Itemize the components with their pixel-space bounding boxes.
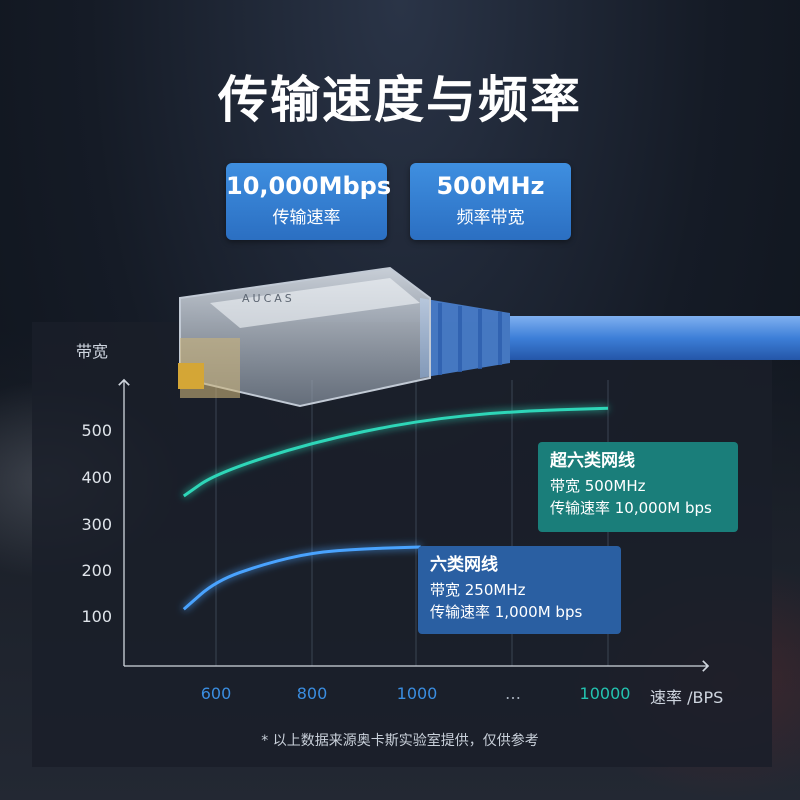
rj45-plug-image: AUCAS xyxy=(178,266,800,408)
x-tick-ellipsis: … xyxy=(505,684,521,703)
chart-panel xyxy=(32,322,772,767)
y-tick-100: 100 xyxy=(81,607,112,626)
series-line-cat6a xyxy=(182,406,609,498)
brand-label: AUCAS xyxy=(242,292,295,305)
y-tick-400: 400 xyxy=(81,468,112,487)
legend-name: 六类网线 xyxy=(430,555,498,575)
y-tick-500: 500 xyxy=(81,421,112,440)
legend-name: 超六类网线 xyxy=(550,451,635,471)
legend-cat6a: 超六类网线 带宽 500MHz 传输速率 10,000M bps xyxy=(538,442,738,532)
legend-cat6: 六类网线 带宽 250MHz 传输速率 1,000M bps xyxy=(418,546,621,634)
x-axis-title: 速率 /BPS xyxy=(650,688,724,707)
spec-value: 500MHz xyxy=(436,172,545,200)
spec-label: 传输速率 xyxy=(272,208,341,228)
y-tick-200: 200 xyxy=(81,561,112,580)
spec-label: 频率带宽 xyxy=(456,208,525,228)
series-line-cat6 xyxy=(182,545,421,611)
x-tick-800: 800 xyxy=(296,684,328,703)
legend-bandwidth: 带宽 500MHz xyxy=(550,477,646,495)
spec-value: 10,000Mbps xyxy=(226,172,392,200)
footnote: * 以上数据来源奥卡斯实验室提供，仅供参考 xyxy=(261,733,539,749)
y-tick-300: 300 xyxy=(81,515,112,534)
legend-rate: 传输速率 1,000M bps xyxy=(430,603,583,621)
legend-bandwidth: 带宽 250MHz xyxy=(430,581,526,599)
spec-badge-frequency: 500MHz 频率带宽 xyxy=(410,163,571,240)
x-tick-600: 600 xyxy=(200,684,232,703)
page-title: 传输速度与频率 xyxy=(218,71,582,129)
y-axis-title: 带宽 xyxy=(76,342,109,361)
legend-rate: 传输速率 10,000M bps xyxy=(550,499,712,517)
spec-badge-speed: 10,000Mbps 传输速率 xyxy=(226,163,392,240)
x-tick-1000: 1000 xyxy=(396,684,438,703)
x-tick-10000: 10000 xyxy=(579,684,631,703)
